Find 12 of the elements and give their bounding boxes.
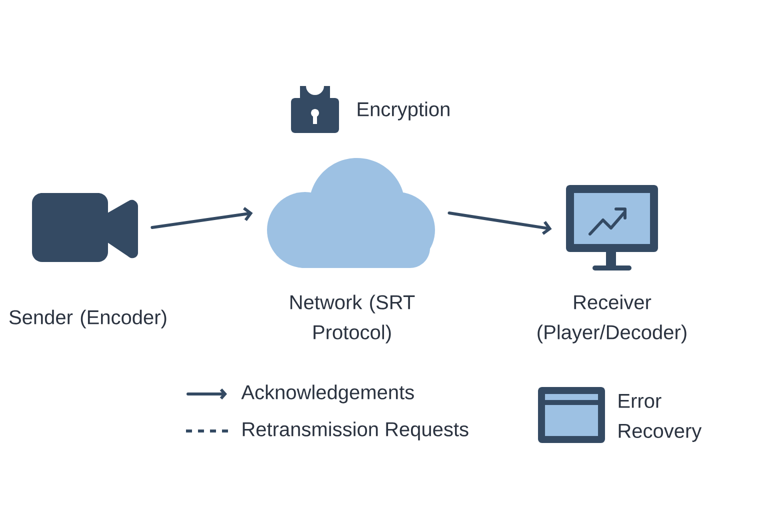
arrow — [448, 212, 552, 235]
cloud-icon — [267, 158, 435, 268]
legend-text: Error Recovery — [618, 394, 702, 442]
legend-text: Retransmission Requests — [242, 422, 468, 440]
monitor-icon — [566, 185, 658, 270]
node-caption: Sender (Encoder) — [9, 310, 166, 328]
arrow — [150, 207, 253, 229]
legend-text: Acknowledgements — [241, 384, 414, 404]
node-caption: Network (SRT Protocol) — [290, 294, 415, 344]
node-caption: Receiver (Player/Decoder) — [538, 294, 686, 344]
camera-icon — [32, 193, 138, 262]
label: Encryption — [358, 102, 450, 120]
